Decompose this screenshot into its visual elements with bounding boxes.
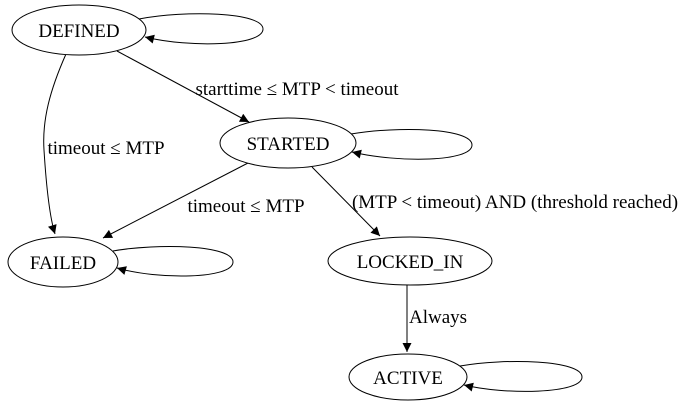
- node-started-ellipse: [219, 117, 357, 169]
- edge-defined-to-started-line: [116, 50, 250, 123]
- node-defined: DEFINED: [11, 4, 147, 56]
- node-active: ACTIVE: [348, 353, 468, 401]
- node-defined-ellipse: [11, 4, 147, 56]
- node-active-label: ACTIVE: [373, 368, 443, 389]
- edge-label-started-locked-in: (MTP < timeout) AND (threshold reached): [352, 192, 678, 213]
- edge-started-to-locked-in: (MTP < timeout) AND (threshold reached): [311, 166, 678, 237]
- edge-started-to-failed: timeout ≤ MTP: [102, 162, 305, 239]
- node-locked-in: LOCKED_IN: [327, 236, 493, 286]
- node-started-label: STARTED: [247, 134, 330, 155]
- edge-defined-to-failed-line: [43, 53, 67, 235]
- node-failed-label: FAILED: [30, 253, 96, 274]
- node-failed: FAILED: [7, 236, 119, 288]
- edge-label-locked-in-active: Always: [409, 307, 467, 328]
- edge-defined-to-started: starttime ≤ MTP < timeout: [116, 50, 399, 123]
- node-defined-label: DEFINED: [38, 21, 119, 42]
- node-active-ellipse: [348, 353, 468, 401]
- self-loop-active: [459, 361, 583, 392]
- node-started: STARTED: [219, 117, 357, 169]
- self-loop-failed: [112, 246, 234, 277]
- edge-started-to-locked-in-line: [311, 166, 381, 237]
- node-locked-in-ellipse: [327, 236, 493, 286]
- edge-started-to-failed-line: [102, 162, 249, 239]
- node-locked-in-label: LOCKED_IN: [357, 252, 464, 273]
- edge-defined-to-failed: timeout ≤ MTP: [43, 53, 165, 235]
- edge-label-started-failed: timeout ≤ MTP: [187, 196, 304, 217]
- self-loop-started: [350, 129, 473, 160]
- edge-locked-in-to-active: Always: [402, 285, 467, 352]
- edge-label-defined-started: starttime ≤ MTP < timeout: [195, 79, 399, 100]
- node-failed-ellipse: [7, 236, 119, 288]
- self-loop-defined: [138, 13, 264, 45]
- edge-label-defined-failed: timeout ≤ MTP: [47, 138, 164, 159]
